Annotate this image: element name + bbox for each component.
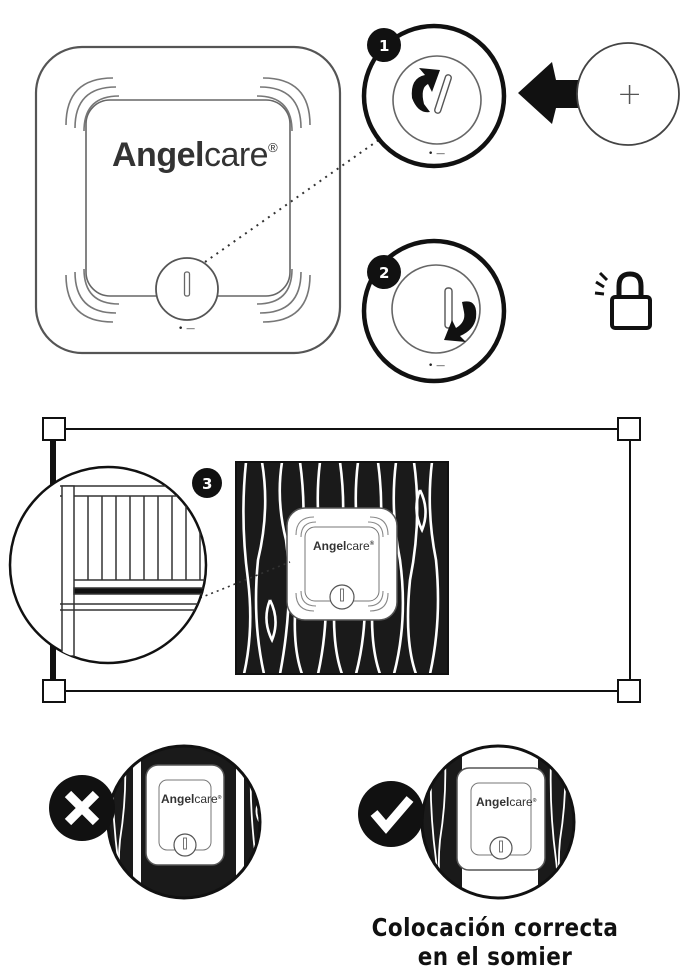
check-mark-icon xyxy=(358,781,424,847)
wood-slat-board: Angelcare® 3 xyxy=(192,461,449,675)
zoom-connector xyxy=(204,124,401,263)
step-2-zoom: • — 2 xyxy=(361,238,507,384)
step-3-number: 3 xyxy=(202,475,212,493)
step-1-number: 1 xyxy=(379,37,389,55)
battery-plus-symbol: + xyxy=(617,77,642,112)
polarity-label: • — xyxy=(428,361,445,371)
brand-logo-small: Angelcare® xyxy=(161,792,222,806)
padlock-icon xyxy=(594,271,652,330)
brand-logo-small: Angelcare® xyxy=(476,795,537,809)
sensor-pad-large: Angelcare® • — xyxy=(34,45,342,355)
caption-line-2: en el somier xyxy=(417,942,573,971)
battery-cover xyxy=(155,257,219,321)
brand-logo-small: Angelcare® xyxy=(313,539,375,553)
crib-placement-icon xyxy=(8,465,208,665)
insert-arrow-icon xyxy=(518,62,610,124)
correct-placement: Angelcare® xyxy=(358,744,576,900)
polarity-label: • — xyxy=(428,149,445,159)
incorrect-placement: Angelcare® xyxy=(49,744,262,900)
brand-logo-large: Angelcare® xyxy=(112,136,278,174)
rotate-open-arrow-icon xyxy=(411,68,440,113)
x-mark-icon xyxy=(49,775,115,841)
polarity-label: • — xyxy=(178,324,195,334)
crib-connector xyxy=(199,561,291,599)
caption-line-1: Colocación correcta xyxy=(371,913,619,942)
rotate-lock-arrow-icon xyxy=(444,301,477,342)
sensor-wave-icon xyxy=(65,77,311,323)
step-1-zoom: • — 1 xyxy=(361,23,507,169)
battery-coin: + xyxy=(576,42,680,146)
caption: Colocación correcta en el somier xyxy=(362,913,629,971)
sensor-pad-small: Angelcare® xyxy=(286,507,398,621)
step-2-number: 2 xyxy=(379,264,389,282)
